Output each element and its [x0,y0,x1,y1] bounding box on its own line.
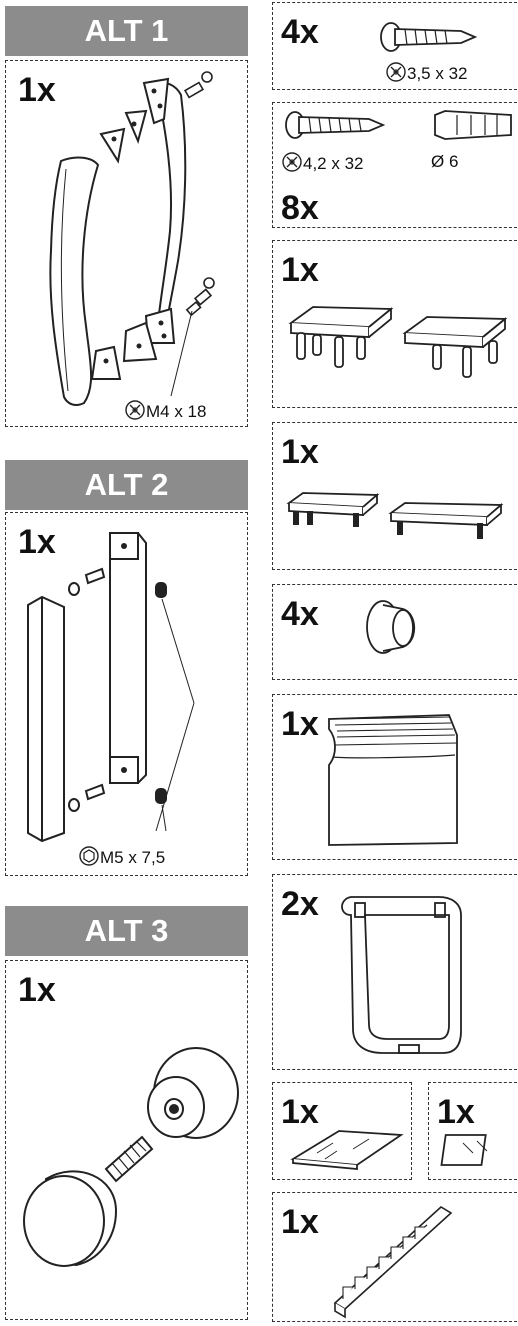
cover-panel: 1x [272,694,518,860]
bushing-illustration [366,600,416,654]
bracket-panel: 2x [272,874,518,1070]
curved-handle-illustration [49,71,215,406]
bar-handle-illustration [27,532,195,843]
alt1-screw-label: M4 x 18 [146,402,207,421]
alt2-screw-label: M5 x 7,5 [100,848,166,867]
flat-caps-illustration [286,492,504,539]
large-caps-quantity: 1x [281,251,319,289]
alt1-quantity: 1x [18,71,56,109]
small-screw-quantity: 4x [281,13,319,51]
large-caps-panel: 1x [272,240,518,408]
small-screw-label: 3,5 x 32 [407,64,468,83]
alt1-panel: 1x [5,60,248,427]
toothed-rail-illustration [333,1206,453,1319]
screw-and-wall-plug-illustration [285,110,512,140]
alt1-header: ALT 1 [5,6,248,56]
cover-profile-illustration [328,714,458,846]
screw-plug-screw-spec: 4,2 x 32 [281,151,364,173]
alt2-screw-spec: M5 x 7,5 [78,845,165,867]
hex-socket-icon [79,846,99,866]
end-caps-illustration [288,306,508,378]
alt2-quantity: 1x [18,523,56,561]
flat-caps-panel: 1x [272,422,518,570]
alt3-panel: 1x [5,960,248,1320]
glass-large-panel: 1x [272,1082,412,1180]
pozidriv-icon [125,400,145,420]
rail-quantity: 1x [281,1203,319,1241]
glass-large-quantity: 1x [281,1093,319,1131]
alt3-quantity: 1x [18,971,56,1009]
glass-panel-illustration [290,1130,404,1170]
glass-small-panel: 1x [428,1082,518,1180]
wall-plug-label: Ø 6 [431,152,459,171]
small-screw-spec: 3,5 x 32 [385,61,468,83]
screw-plug-panel: 4,2 x 32 Ø 6 8x [272,102,518,228]
small-glass-illustration [440,1134,488,1166]
alt2-header: ALT 2 [5,460,248,510]
screw-plug-quantity: 8x [281,189,319,227]
alt2-panel: 1x M5 x 7,5 [5,512,248,876]
bracket-illustration [341,896,462,1054]
pozidriv-icon [282,152,302,172]
small-screw-panel: 4x 3,5 x 32 [272,2,518,90]
bushing-quantity: 4x [281,595,319,633]
bracket-quantity: 2x [281,885,319,923]
rail-panel: 1x [272,1192,518,1322]
screw-plug-screw-label: 4,2 x 32 [303,154,364,173]
bushing-panel: 4x [272,584,518,680]
flat-caps-quantity: 1x [281,433,319,471]
wood-screw-illustration [380,22,478,52]
glass-small-quantity: 1x [437,1093,475,1131]
alt1-screw-spec: M4 x 18 [124,399,206,421]
pozidriv-icon [386,62,406,82]
alt3-header: ALT 3 [5,906,248,956]
cover-quantity: 1x [281,705,319,743]
knob-illustration [23,1047,239,1267]
